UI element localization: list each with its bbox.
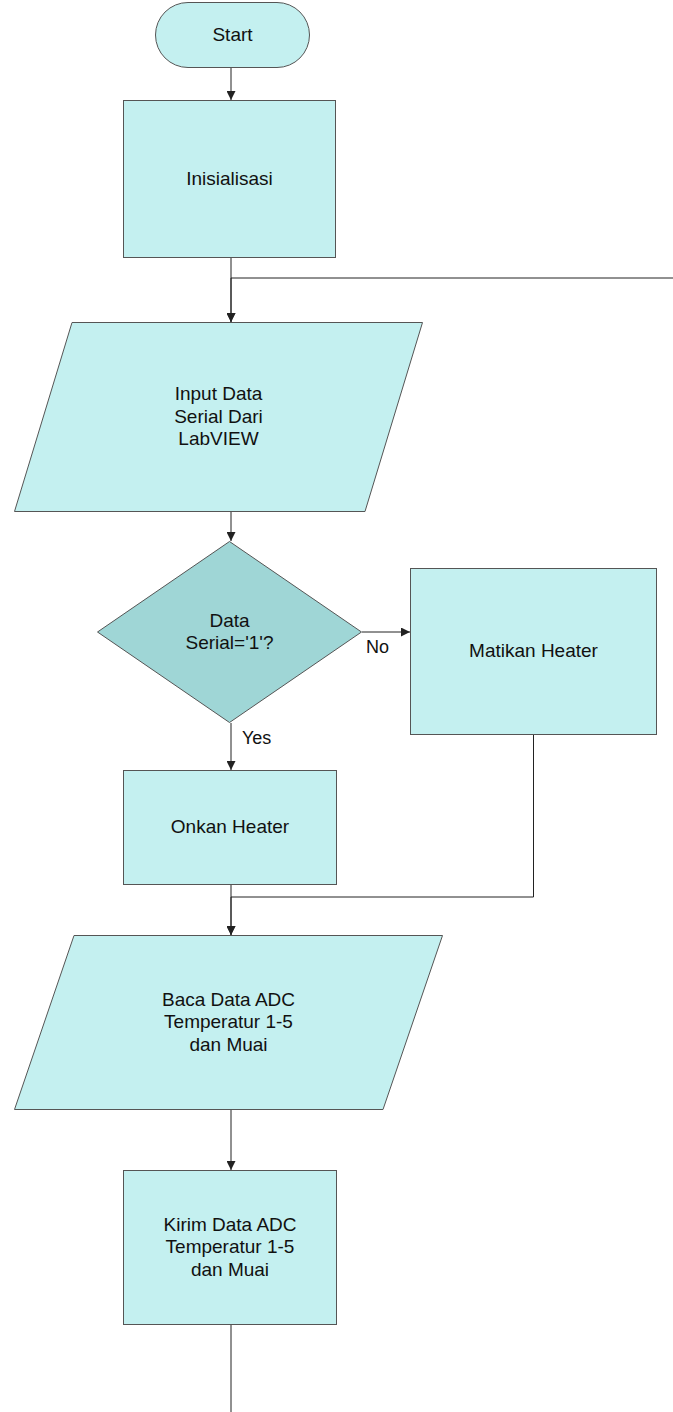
terminator: Start [155,2,310,68]
node-text: Start [168,24,298,46]
edge-label: Yes [240,729,273,749]
node-text: Kirim Data ADC Temperatur 1-5 dan Muai [150,1214,310,1281]
decision-diamond: Data Serial='1'? [97,541,362,723]
node-text: Data Serial='1'? [175,610,285,655]
io-parallelogram: Input Data Serial Dari LabVIEW [14,322,423,512]
edge-label: No [364,638,391,658]
node-text: Baca Data ADC Temperatur 1-5 dan Muai [154,989,304,1056]
flow-arrow [231,723,232,770]
node-text: Input Data Serial Dari LabVIEW [159,383,279,450]
process-box: Matikan Heater [410,568,657,735]
process-box: Inisialisasi [123,100,336,258]
flow-arrow [362,632,410,633]
flow-arrow [231,68,232,100]
flow-arrow [231,1110,232,1170]
node-text: Matikan Heater [424,640,644,662]
node-text: Inisialisasi [140,168,320,190]
node-text: Onkan Heater [140,816,320,838]
process-box: Kirim Data ADC Temperatur 1-5 dan Muai [123,1170,337,1325]
flow-arrow [231,512,232,541]
process-box: Onkan Heater [123,770,337,885]
io-parallelogram: Baca Data ADC Temperatur 1-5 dan Muai [14,935,443,1110]
